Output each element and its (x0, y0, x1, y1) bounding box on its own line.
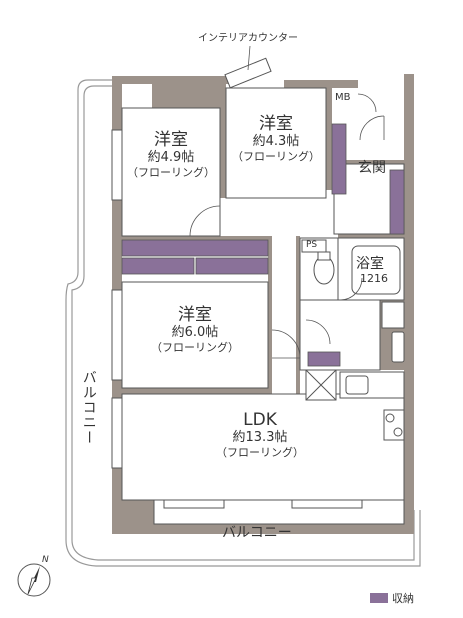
balcony-bottom-label: バルコニー (222, 525, 292, 541)
room1-name: 洋室 (154, 130, 188, 150)
ldk-label: LDK 約13.3帖 （フローリング） (180, 410, 340, 459)
balcony-left-label: バルコニー (80, 370, 97, 445)
kitchen-fixtures (305, 369, 405, 441)
legend: 収納 (370, 590, 414, 606)
ldk-name: LDK (243, 410, 277, 430)
genkan-label: 玄関 (358, 160, 386, 176)
ps-label: PS (306, 240, 318, 250)
room1-size: 約4.9帖 (147, 150, 195, 166)
svg-text:N: N (42, 555, 49, 565)
room1-label: 洋室 約4.9帖 （フローリング） (122, 130, 220, 179)
windows (111, 57, 363, 509)
room3-floor: （フローリング） (151, 340, 239, 354)
bath-size: 1216 (360, 272, 388, 285)
balcony-outline (65, 79, 421, 567)
legend-swatch (370, 593, 388, 603)
mb-label: MB (335, 92, 351, 103)
bath-fixtures (301, 239, 405, 363)
compass-icon: N (17, 555, 51, 597)
balcony-outline-inner (71, 85, 415, 561)
counter-label: インテリアカウンター (198, 33, 298, 44)
bath-name: 浴室 (356, 256, 384, 272)
legend-label: 収納 (392, 592, 414, 605)
ldk-floor: （フローリング） (216, 445, 304, 459)
room2-size: 約4.3帖 (252, 134, 300, 150)
counter-leader (247, 45, 251, 71)
doors (189, 93, 385, 359)
room2-name: 洋室 (259, 114, 293, 134)
storage-areas (121, 123, 405, 367)
room2-label: 洋室 約4.3帖 （フローリング） (226, 114, 326, 163)
room3-label: 洋室 約6.0帖 （フローリング） (122, 305, 268, 354)
room2-floor: （フローリング） (232, 149, 320, 163)
room3-size: 約6.0帖 (171, 325, 219, 341)
room3-name: 洋室 (178, 305, 212, 325)
ldk-size: 約13.3帖 (232, 430, 288, 446)
room1-floor: （フローリング） (127, 165, 215, 179)
